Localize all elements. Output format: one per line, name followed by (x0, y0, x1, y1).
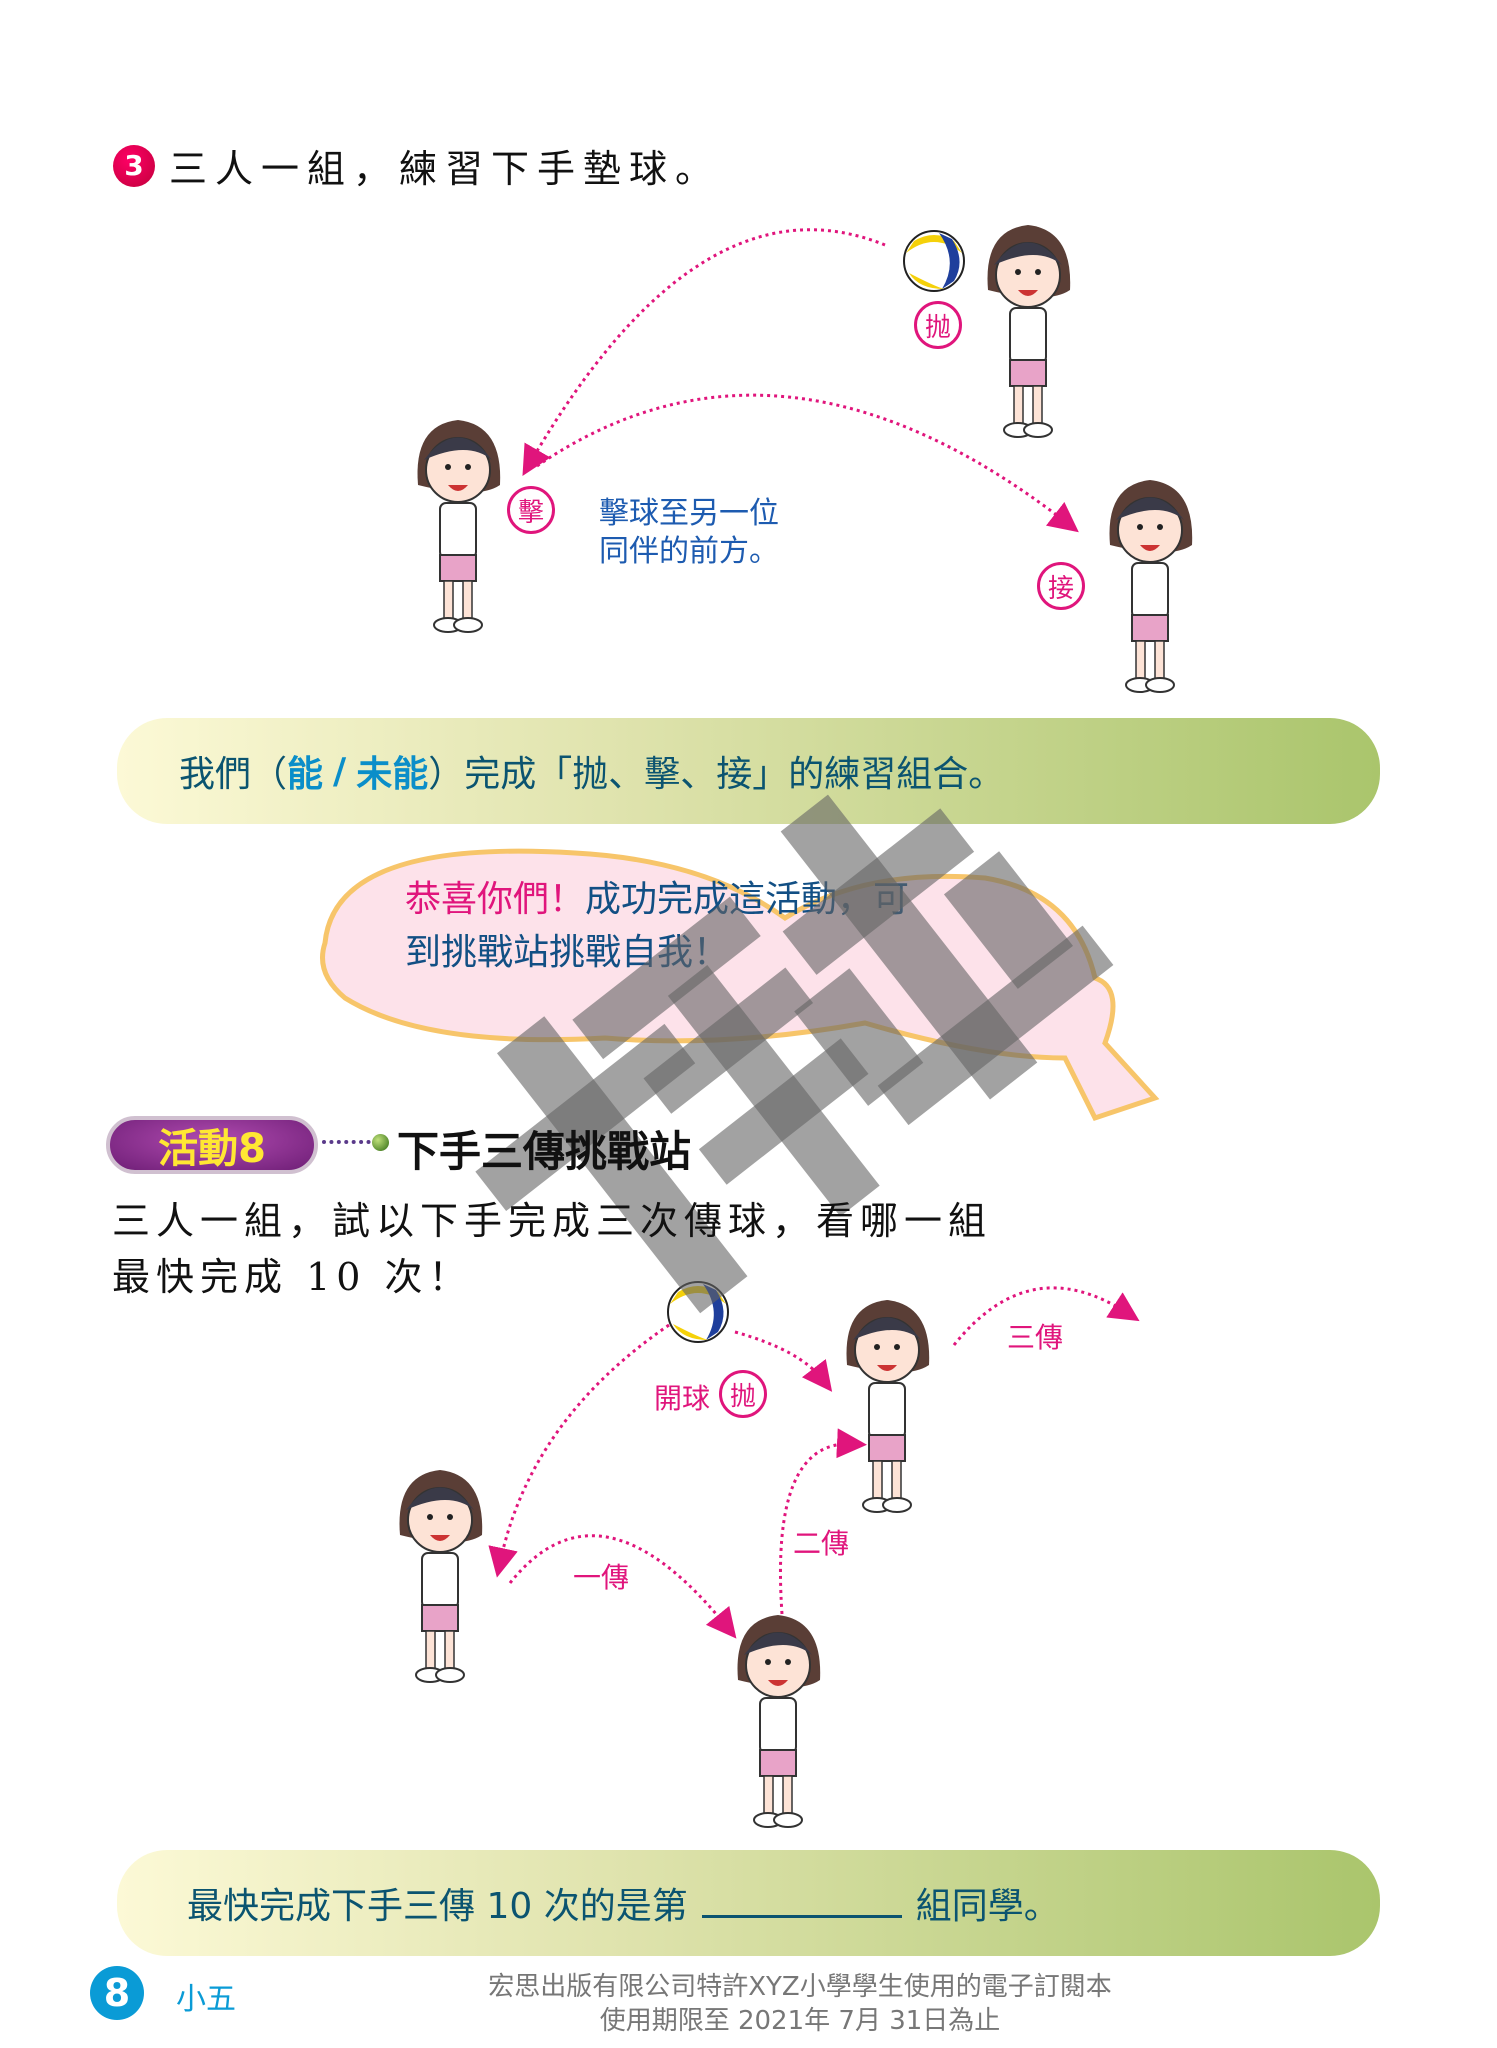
grade-label: 小五 (176, 1982, 236, 2017)
congrats-bubble: 恭喜你們！成功完成這活動，可 到挑戰站挑戰自我！ (305, 848, 1160, 1122)
bar1-post: ）完成「抛、擊、接」的練習組合。 (428, 754, 1005, 795)
copyright-line2: 使用期限至 2021年 7月 31日為止 (599, 2006, 1001, 2036)
activity-instruction-2: 最快完成 10 次！ (112, 1255, 473, 1299)
throw-label-circle-2: 抛 (719, 1370, 767, 1418)
boy-back (736, 1614, 822, 1828)
hit-label-circle: 擊 (507, 486, 555, 534)
throw-label-circle: 抛 (914, 301, 962, 349)
step-text: 三人一組，練習下手墊球。 (169, 147, 722, 191)
result-bar-1: 我們（ 能 / 未能 ）完成「抛、擊、接」的練習組合。 (117, 718, 1380, 824)
curly-kid (398, 1469, 484, 1683)
option-separator: / (333, 750, 347, 792)
option-cannot[interactable]: 未能 (356, 754, 429, 795)
page-number: 8 (90, 1966, 144, 2020)
bubble-congrats: 恭喜你們！ (405, 879, 586, 920)
serve-label: 開球 (654, 1382, 711, 1415)
step-heading: 3 三人一組，練習下手墊球。 (113, 138, 721, 193)
girl-receiver (1108, 479, 1194, 693)
result-bar-2: 最快完成下手三傳 10 次的是第 組同學。 (117, 1850, 1380, 1956)
pass1-label: 一傳 (573, 1561, 630, 1594)
bar1-pre: 我們（ (179, 754, 288, 795)
bar2-pre: 最快完成下手三傳 10 次的是第 (187, 1886, 688, 1927)
bar2-post: 組同學。 (915, 1886, 1060, 1927)
volleyball-icon (903, 230, 965, 292)
girl-thrower (986, 224, 1072, 438)
activity-badge: 活動8 (106, 1116, 318, 1174)
bubble-line1: 成功完成這活動，可 (585, 879, 910, 920)
pass3-label: 三傳 (1007, 1321, 1064, 1354)
volleyball-icon-2 (667, 1281, 729, 1343)
badge-connector (322, 1140, 378, 1144)
step-number-badge: 3 (113, 144, 155, 187)
activity-instruction-1: 三人一組，試以下手完成三次傳球，看哪一組 (112, 1199, 993, 1243)
hit-note-line1: 擊球至另一位 (599, 496, 779, 531)
option-can[interactable]: 能 (287, 754, 324, 795)
bullet-ball-icon (372, 1134, 389, 1151)
bubble-line2: 到挑戰站挑戰自我！ (405, 932, 730, 973)
copyright-line1: 宏思出版有限公司特許XYZ小學學生使用的電子訂閱本 (488, 1972, 1112, 2002)
group-number-blank[interactable] (701, 1888, 902, 1918)
activity-title: 下手三傳挑戰站 (397, 1127, 692, 1176)
girl-hitter (416, 419, 502, 633)
receive-label-circle: 接 (1037, 562, 1085, 610)
hit-note: 擊球至另一位 同伴的前方。 (599, 495, 779, 571)
pass2-label: 二傳 (793, 1527, 850, 1560)
girl-glasses (845, 1299, 931, 1513)
hit-note-line2: 同伴的前方。 (599, 534, 779, 569)
copyright-notice: 宏思出版有限公司特許XYZ小學學生使用的電子訂閱本 使用期限至 2021年 7月… (300, 1970, 1300, 2038)
